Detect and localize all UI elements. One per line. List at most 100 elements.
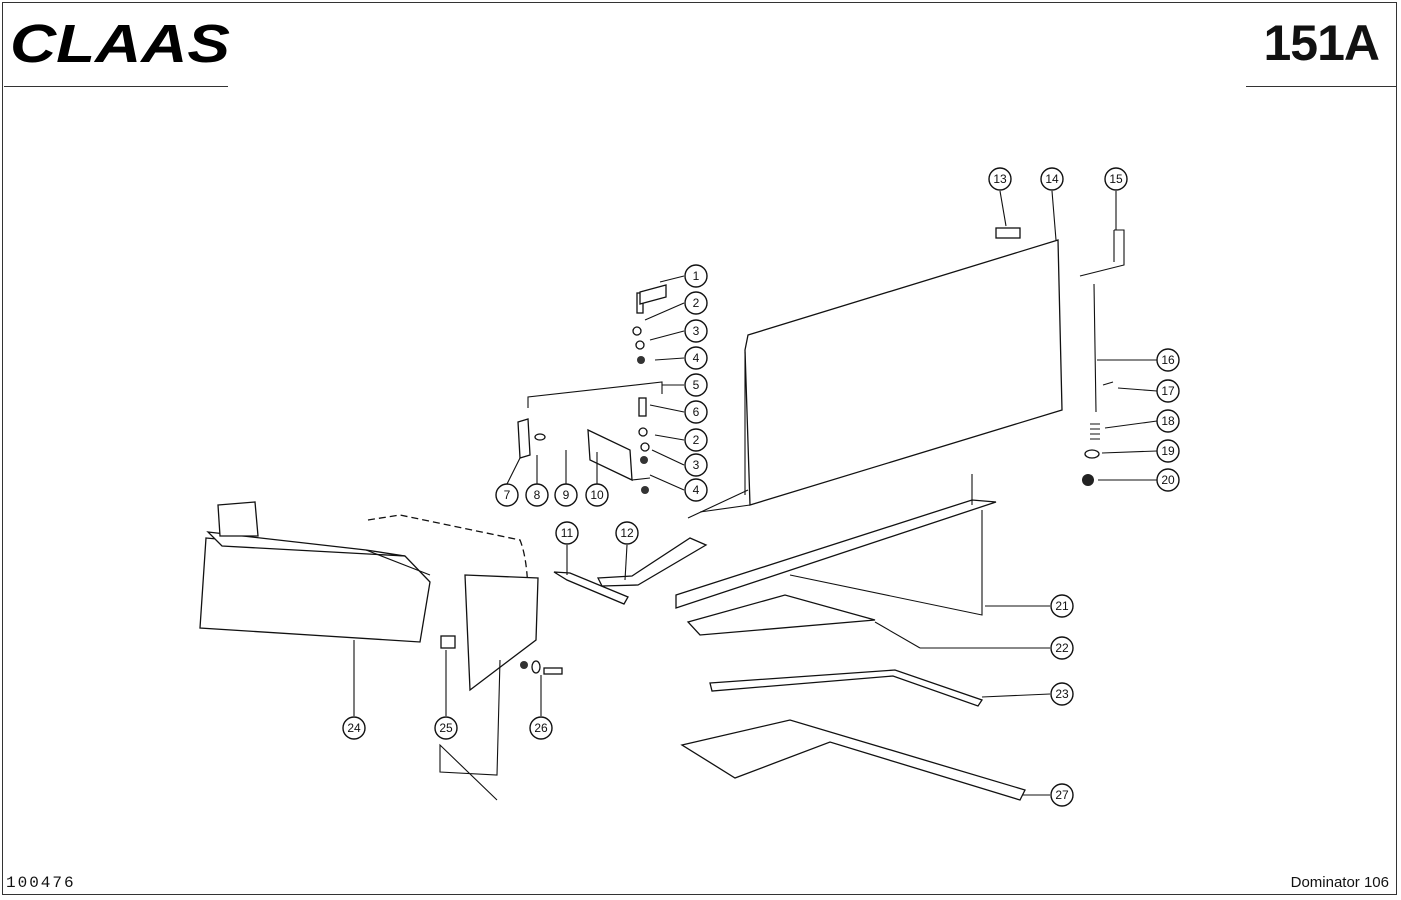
chute-27: [680, 719, 1026, 801]
plate-10: [587, 428, 633, 482]
side-panel: [439, 574, 539, 801]
callout-13: 13: [988, 167, 1012, 191]
svg-text:11: 11: [561, 526, 574, 540]
header-rule-left: [4, 86, 228, 87]
svg-text:8: 8: [534, 488, 541, 502]
washer-19: [1084, 449, 1100, 459]
plate-22: [686, 594, 876, 636]
callout-2b: 2: [684, 428, 708, 452]
leader-lines: [353, 190, 1158, 796]
rod-5: [527, 381, 663, 408]
callout-16: 16: [1156, 348, 1180, 372]
callout-3: 3: [684, 319, 708, 343]
svg-text:7: 7: [504, 488, 511, 502]
callout-2: 2: [684, 291, 708, 315]
svg-text:12: 12: [620, 526, 634, 540]
guide-21: [675, 474, 997, 616]
callout-9: 9: [554, 483, 578, 507]
callout-11: 11: [555, 521, 579, 545]
svg-text:18: 18: [1161, 414, 1175, 428]
callout-26: 26: [529, 716, 553, 740]
header-rule-right: [1246, 86, 1396, 87]
model-name: Dominator 106: [1290, 874, 1389, 891]
svg-text:2: 2: [693, 296, 700, 310]
svg-text:21: 21: [1055, 599, 1069, 613]
svg-text:13: 13: [993, 172, 1007, 186]
callout-4: 4: [684, 346, 708, 370]
brand-logo-text: CLAAS: [10, 14, 230, 70]
callout-17: 17: [1156, 379, 1180, 403]
svg-text:4: 4: [693, 351, 700, 365]
svg-text:19: 19: [1161, 444, 1175, 458]
nut-2b: [638, 427, 648, 437]
clip-13: [995, 227, 1021, 239]
callout-18: 18: [1156, 409, 1180, 433]
dashed-guard: [367, 514, 529, 601]
svg-text:9: 9: [563, 488, 570, 502]
svg-text:1: 1: [693, 269, 700, 283]
callout-23: 23: [1050, 682, 1074, 706]
svg-text:26: 26: [534, 721, 548, 735]
callout-14: 14: [1040, 167, 1064, 191]
callout-6: 6: [684, 400, 708, 424]
svg-text:3: 3: [693, 458, 700, 472]
document-id: 100476: [6, 874, 76, 892]
panel-14: [687, 239, 1063, 519]
nut-4c: [641, 486, 649, 494]
spring-18: [1090, 423, 1100, 440]
svg-text:15: 15: [1109, 172, 1123, 186]
callout-7: 7: [495, 483, 519, 507]
nut-4: [637, 356, 645, 364]
rod-16: [1093, 283, 1097, 413]
svg-text:17: 17: [1161, 384, 1175, 398]
cover-24: [199, 501, 431, 643]
bracket-7: [517, 418, 531, 459]
svg-text:27: 27: [1055, 788, 1069, 802]
callout-3b: 3: [684, 453, 708, 477]
callout-25: 25: [434, 716, 458, 740]
svg-text:3: 3: [693, 324, 700, 338]
bracket-12: [596, 537, 708, 587]
svg-text:23: 23: [1055, 687, 1069, 701]
svg-text:25: 25: [439, 721, 453, 735]
callout-10: 10: [585, 483, 609, 507]
plate-1: [639, 284, 667, 305]
washer-9: [534, 433, 546, 441]
svg-text:2: 2: [693, 433, 700, 447]
callout-22: 22: [1050, 636, 1074, 660]
callout-5: 5: [684, 373, 708, 397]
callout-24: 24: [342, 716, 366, 740]
washer-3b: [640, 442, 650, 452]
callout-20: 20: [1156, 468, 1180, 492]
svg-text:10: 10: [590, 488, 604, 502]
page-number: 151A: [1263, 15, 1380, 71]
callout-27: 27: [1050, 783, 1074, 807]
callout-12: 12: [615, 521, 639, 545]
bolt-26: [520, 660, 563, 675]
callout-1: 1: [684, 264, 708, 288]
washer-3: [635, 340, 645, 350]
callout-8: 8: [525, 483, 549, 507]
svg-text:5: 5: [693, 378, 700, 392]
svg-text:14: 14: [1045, 172, 1059, 186]
strip-23: [709, 669, 984, 707]
callout-19: 19: [1156, 439, 1180, 463]
svg-text:20: 20: [1161, 473, 1175, 487]
nut-2: [632, 326, 642, 336]
callout-4b: 4: [684, 478, 708, 502]
bracket-15: [1079, 229, 1125, 277]
claas-logo: CLAAS: [10, 14, 230, 70]
svg-text:16: 16: [1161, 353, 1175, 367]
svg-text:24: 24: [347, 721, 361, 735]
svg-text:6: 6: [693, 405, 700, 419]
svg-text:4: 4: [693, 483, 700, 497]
bolt-6: [638, 397, 647, 417]
callout-21: 21: [1050, 594, 1074, 618]
callout-15: 15: [1104, 167, 1128, 191]
knob-20: [1082, 474, 1094, 486]
nut-4b: [640, 456, 648, 464]
pin-17: [1102, 381, 1114, 386]
